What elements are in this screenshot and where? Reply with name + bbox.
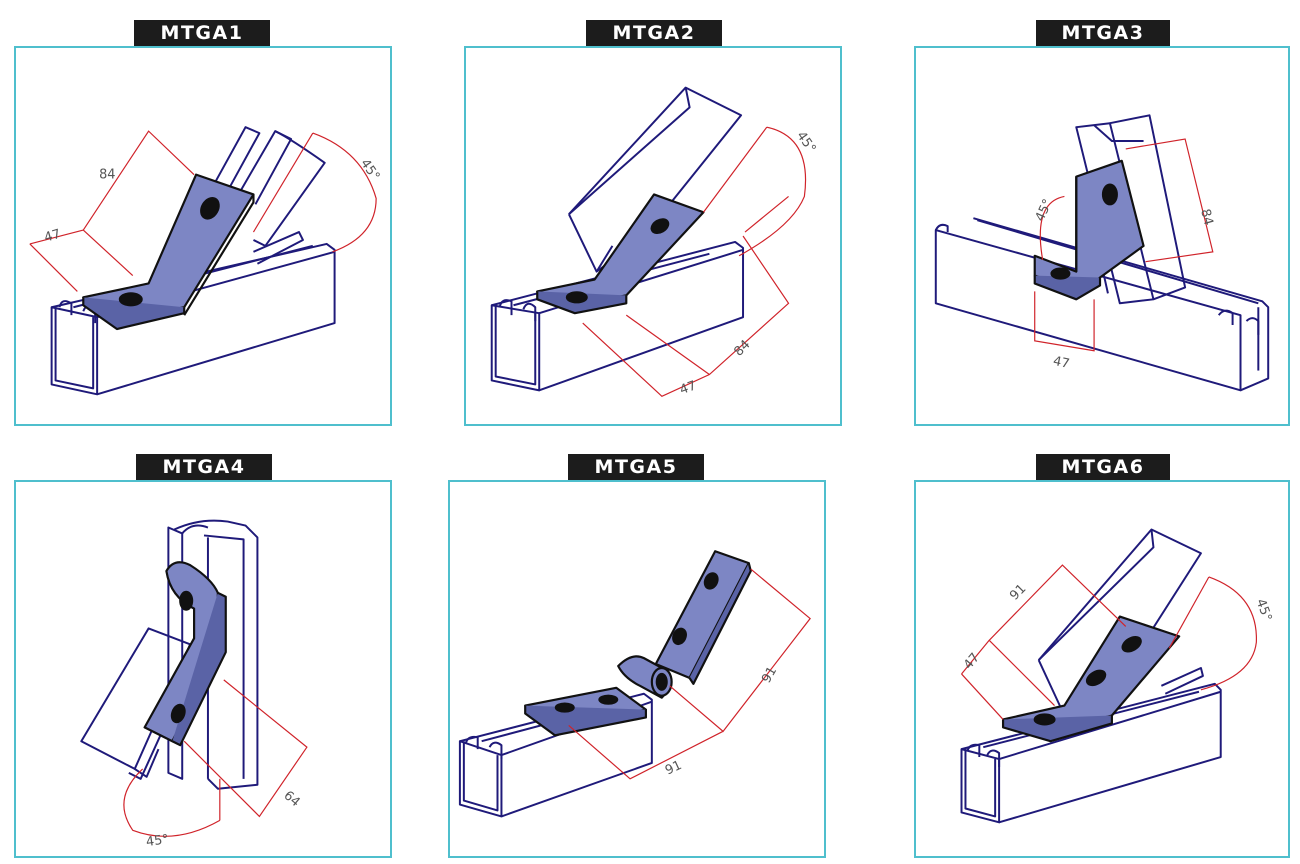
dimension-lines <box>123 679 308 837</box>
dimension-label: 47 <box>1052 354 1071 372</box>
bracket <box>143 561 227 747</box>
panel-title: MTGA1 <box>134 20 270 46</box>
diagram-frame: 64 45° <box>14 480 392 858</box>
dimension-label: 84 <box>731 337 753 359</box>
panel-mtga1: MTGA1 <box>14 20 392 426</box>
angle-label: 45° <box>145 832 170 850</box>
base-channel <box>934 217 1270 392</box>
panel-title: MTGA4 <box>136 454 272 480</box>
diagram-frame: 84 47 45° <box>14 46 392 426</box>
dimension-label: 47 <box>43 227 63 246</box>
dimension-label: 84 <box>99 168 115 183</box>
dimension-label: 91 <box>1007 581 1029 603</box>
dimension-label: 47 <box>961 650 983 672</box>
diagram-frame: 91 47 45° <box>914 480 1290 858</box>
mtga4-diagram: 64 45° <box>80 519 308 850</box>
panel-title: MTGA2 <box>586 20 722 46</box>
panel-title: MTGA3 <box>1036 20 1170 46</box>
dimension-lines <box>961 564 1257 720</box>
diagram-frame: 91 91 <box>448 480 826 858</box>
panel-title: MTGA6 <box>1036 454 1170 480</box>
dimension-lines <box>1034 138 1214 352</box>
angle-label: 45° <box>357 156 382 183</box>
mtga2-diagram: 45° 84 47 <box>490 86 819 398</box>
dimension-lines <box>29 130 377 292</box>
angled-channel <box>213 126 326 265</box>
diagram-frame: 45° 84 47 <box>464 46 842 426</box>
dimension-lines <box>568 568 811 780</box>
dimension-lines <box>582 126 807 397</box>
bracket <box>536 193 705 315</box>
mtga5-diagram: 91 91 <box>458 550 811 818</box>
mtga6-diagram: 91 47 45° <box>960 528 1275 824</box>
dimension-label: 64 <box>281 788 303 810</box>
panel-mtga2: MTGA2 <box>464 20 842 426</box>
panel-mtga6: MTGA6 <box>914 454 1290 858</box>
panel-mtga3: MTGA3 <box>914 20 1290 426</box>
panel-mtga5: MTGA5 <box>448 454 826 858</box>
bracket <box>1033 159 1145 301</box>
angle-label: 45° <box>793 129 818 156</box>
mtga1-diagram: 84 47 45° <box>29 126 382 396</box>
diagram-frame: 45° 84 47 <box>914 46 1290 426</box>
bracket <box>1001 615 1181 743</box>
panel-mtga4: MTGA4 <box>14 454 392 858</box>
mtga3-diagram: 45° 84 47 <box>934 114 1270 392</box>
dimension-label: 84 <box>1197 207 1216 227</box>
dimension-label: 91 <box>759 664 780 686</box>
panel-title: MTGA5 <box>568 454 704 480</box>
dimension-label: 91 <box>663 758 684 779</box>
dimension-label: 47 <box>678 378 699 398</box>
angle-label: 45° <box>1253 597 1275 624</box>
angled-channel <box>568 86 743 273</box>
bracket <box>82 173 255 331</box>
hinged-bracket <box>524 550 752 737</box>
